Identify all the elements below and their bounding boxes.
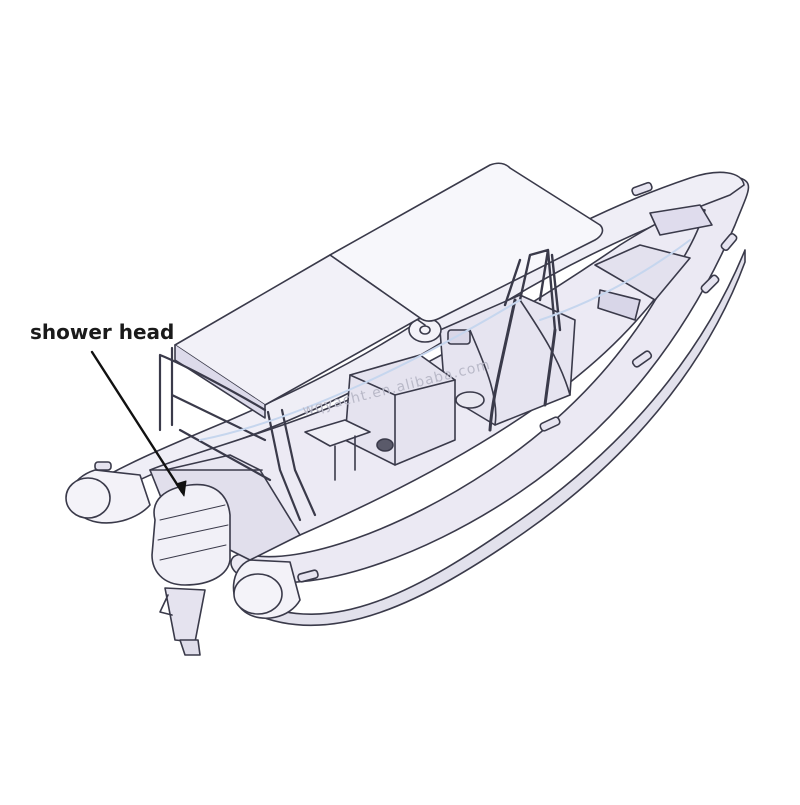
tube-handle bbox=[94, 461, 112, 471]
callout-leader-line bbox=[90, 350, 184, 494]
shower-head-callout-label: shower head bbox=[30, 320, 175, 344]
cockpit-table bbox=[304, 419, 371, 447]
stern-arch-frame bbox=[158, 346, 317, 522]
console-hatch bbox=[455, 391, 485, 409]
tube-handle bbox=[631, 181, 653, 197]
tube-handle bbox=[297, 569, 319, 583]
hull-bottom bbox=[249, 249, 746, 627]
tube-handle bbox=[539, 416, 561, 432]
console-display bbox=[447, 329, 471, 345]
t-top-canopy bbox=[329, 162, 604, 322]
tube-handle bbox=[700, 274, 720, 294]
outboard-motor bbox=[151, 483, 231, 656]
tube-handle bbox=[720, 232, 738, 252]
tube-handle bbox=[631, 350, 653, 368]
t-top-frame bbox=[503, 248, 562, 332]
